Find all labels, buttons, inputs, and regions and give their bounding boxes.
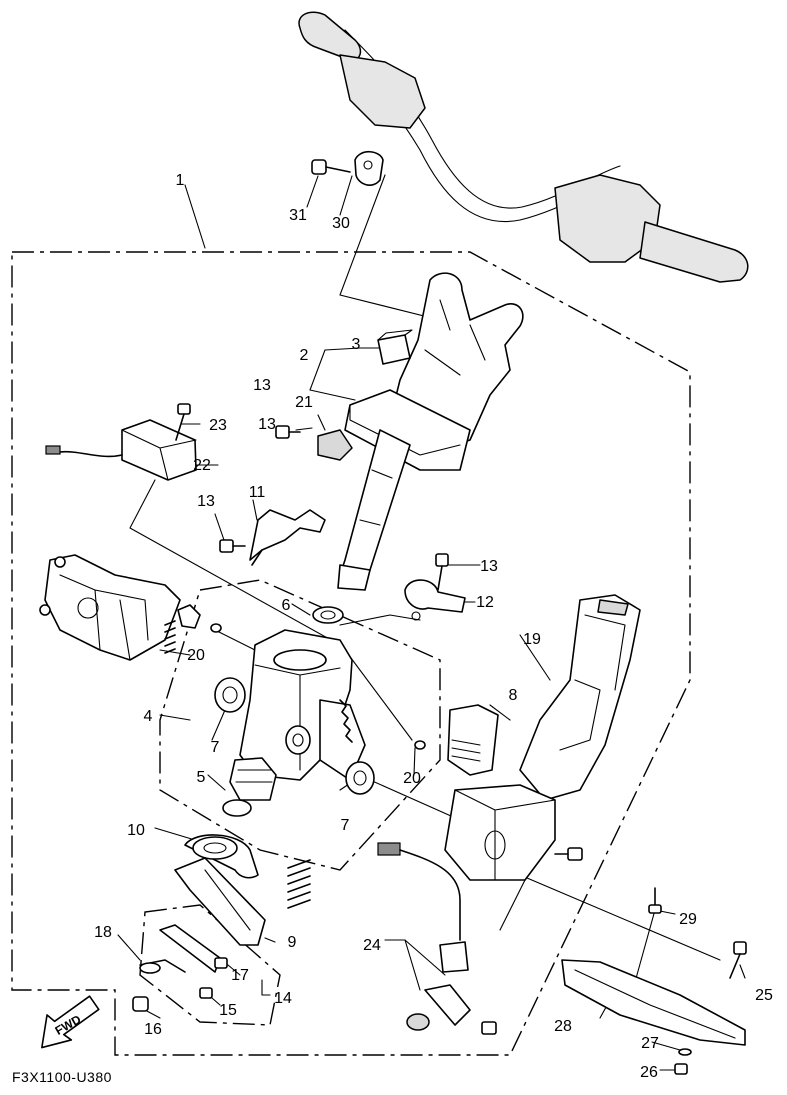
- tilt-lock-housing: [39, 554, 201, 661]
- callout-20: 20: [187, 647, 205, 664]
- callout-3: 3: [352, 336, 361, 353]
- callout-16: 16: [144, 1021, 162, 1038]
- bolt-25: [729, 941, 747, 979]
- washer-20-a: [210, 623, 222, 633]
- callout-22: 22: [193, 457, 211, 474]
- bolt-13-c: [435, 553, 449, 591]
- assembly-boundary-1: [11, 251, 691, 1056]
- callout-13: 13: [197, 493, 215, 510]
- callout-13: 13: [480, 558, 498, 575]
- bushing-6: [312, 606, 344, 624]
- bracket-11: [249, 509, 326, 566]
- clip-21: [317, 429, 353, 461]
- callout-12: 12: [476, 594, 494, 611]
- callout-10: 10: [127, 822, 145, 839]
- callout-24: 24: [363, 937, 381, 954]
- callout-11: 11: [249, 484, 266, 501]
- handlebar: [298, 11, 749, 283]
- callout-26: 26: [640, 1064, 658, 1081]
- callout-25: 25: [755, 987, 773, 1004]
- callout-17: 17: [231, 967, 249, 984]
- assembly-boundary-14: [139, 904, 281, 1026]
- callout-19: 19: [523, 631, 541, 648]
- plate-28: [561, 959, 746, 1046]
- nut-26: [674, 1063, 688, 1075]
- clamp-30: [354, 150, 384, 186]
- callout-21: 21: [295, 394, 313, 411]
- callout-20: 20: [403, 770, 421, 787]
- callout-14: 14: [274, 990, 292, 1007]
- clamp-12: [404, 579, 466, 621]
- cover-19: [519, 594, 641, 801]
- bracket-9: [174, 857, 266, 946]
- callout-8: 8: [509, 687, 518, 704]
- gear-5: [222, 757, 277, 817]
- washer-20-b: [414, 740, 426, 750]
- steering-column-2: [337, 272, 524, 591]
- washer-7-b: [345, 761, 375, 795]
- callout-13: 13: [253, 377, 271, 394]
- bolt-31: [311, 159, 351, 175]
- callout-30: 30: [332, 215, 350, 232]
- spring: [287, 859, 311, 909]
- cable-24: [377, 842, 497, 1035]
- switch-8: [447, 704, 499, 776]
- callout-7: 7: [341, 817, 350, 834]
- callout-2: 2: [300, 347, 309, 364]
- callout-31: 31: [289, 207, 307, 224]
- callout-13: 13: [258, 416, 276, 433]
- callout-15: 15: [219, 1002, 237, 1019]
- callout-5: 5: [197, 769, 206, 786]
- screw-23: [175, 403, 191, 441]
- bolt-13-a: [275, 425, 301, 439]
- lever-14: [132, 924, 228, 1012]
- callout-labels: 1234567789101112131313131415161718192020…: [94, 172, 773, 1081]
- callout-6: 6: [282, 597, 291, 614]
- washer-7-a: [214, 677, 246, 713]
- fwd-direction-arrow: FWD: [41, 995, 100, 1049]
- washer-27: [678, 1048, 692, 1056]
- callout-27: 27: [641, 1035, 659, 1052]
- tilt-body-4: [239, 629, 366, 781]
- assembly-boundary-4: [159, 579, 441, 871]
- callout-23: 23: [209, 417, 227, 434]
- callout-28: 28: [554, 1018, 572, 1035]
- callout-9: 9: [288, 934, 297, 951]
- plate-10: [184, 834, 259, 879]
- callout-1: 1: [176, 172, 185, 189]
- pin-29: [648, 887, 662, 914]
- figure-code: F3X1100-U380: [12, 1069, 112, 1085]
- switch-22: [45, 419, 197, 481]
- bracket-assembly-right: [444, 784, 583, 881]
- callout-4: 4: [144, 708, 153, 725]
- callout-29: 29: [679, 911, 697, 928]
- spacer-3: [377, 329, 413, 365]
- leader-lines: [117, 174, 746, 1071]
- callout-7: 7: [211, 739, 220, 756]
- callout-18: 18: [94, 924, 112, 941]
- bolt-13-b: [219, 539, 246, 553]
